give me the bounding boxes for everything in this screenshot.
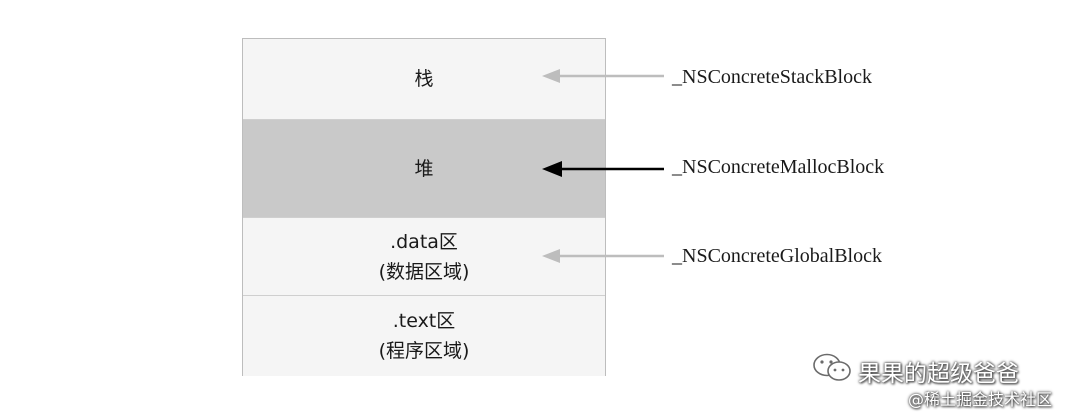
heap-segment-label: 堆 [414,157,434,180]
memory-layout: 栈 堆 .data区 (数据区域) .text区 (程序区域) [242,38,606,376]
malloc-block-label: _NSConcreteMallocBlock [672,156,885,178]
malloc-block-arrow [542,161,664,177]
text-segment-label: .text区 [392,310,456,332]
stack-segment-label: 栈 [414,68,434,90]
data-segment-sublabel: (数据区域) [378,260,470,283]
global-block-label: _NSConcreteGlobalBlock [672,245,882,267]
data-segment-label: .data区 [390,230,458,253]
watermark-account: 果果的超级爸爸 [858,361,1019,387]
wechat-icon [813,353,851,381]
stack-block-label: _NSConcreteStackBlock [672,66,872,88]
watermark: 果果的超级爸爸 @稀土掘金技术社区 [812,350,1072,414]
watermark-source: @稀土掘金技术社区 [908,390,1053,409]
stack-block-arrow [542,69,664,83]
stack-segment: 栈 [243,39,605,119]
text-segment-sublabel: (程序区域) [378,340,470,362]
text-segment: .text区 (程序区域) [243,295,605,376]
global-block-arrow [542,249,664,263]
